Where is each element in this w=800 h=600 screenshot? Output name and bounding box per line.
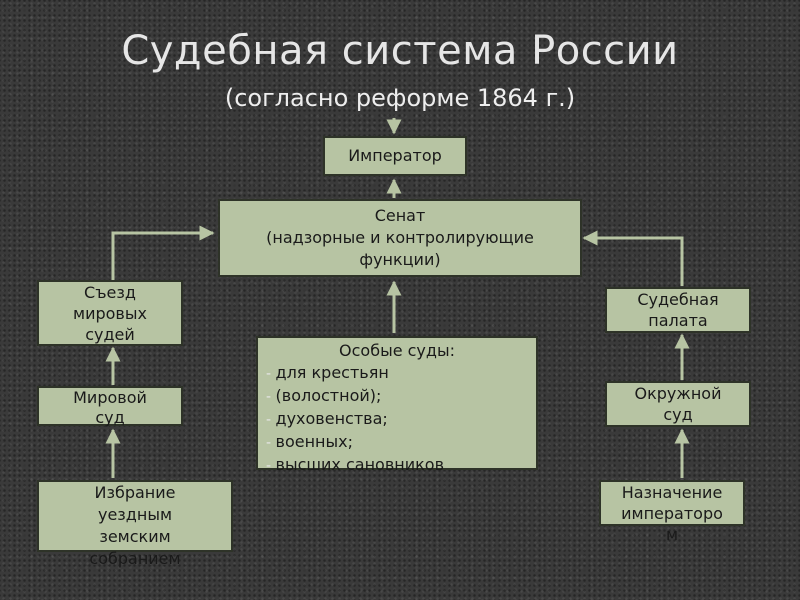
chamber-line1: Судебная bbox=[637, 290, 719, 309]
congress-line1: Съезд bbox=[84, 283, 136, 302]
special-item: высших сановников bbox=[266, 454, 528, 477]
district-box: Окружной суд bbox=[605, 381, 751, 427]
special-item: (волостной); bbox=[266, 385, 528, 408]
arrow-congress-to-senate bbox=[111, 225, 215, 280]
district-line1: Окружной bbox=[634, 384, 722, 403]
special-courts-heading: Особые суды: bbox=[339, 341, 455, 360]
appointment-line2: императоро bbox=[621, 504, 723, 523]
emperor-box: Император bbox=[323, 136, 467, 176]
district-line2: суд bbox=[663, 405, 693, 424]
election-line4: собранием bbox=[89, 549, 181, 568]
senate-title: Сенат bbox=[374, 206, 426, 225]
congress-line3: судей bbox=[85, 325, 135, 344]
election-line2: уездным bbox=[97, 505, 173, 524]
special-item: духовенства; bbox=[266, 408, 528, 431]
election-box: Избрание уездным земским собранием bbox=[37, 480, 233, 568]
special-item: военных; bbox=[266, 431, 528, 454]
appointment-box: Назначение императоро м bbox=[599, 480, 745, 544]
appointment-line1: Назначение bbox=[621, 483, 723, 502]
special-courts-box: Особые суды: для крестьян (волостной); д… bbox=[256, 336, 538, 474]
congress-box: Съезд мировых судей bbox=[37, 280, 183, 346]
congress-line2: мировых bbox=[73, 304, 147, 323]
election-line3: земским bbox=[99, 527, 171, 546]
arrow-chamber-to-senate bbox=[582, 230, 684, 286]
senate-desc-line2: функции) bbox=[359, 250, 441, 269]
election-line1: Избрание bbox=[94, 483, 176, 502]
page-title: Судебная система России bbox=[121, 28, 679, 74]
senate-box: Сенат (надзорные и контролирующие функци… bbox=[218, 199, 582, 277]
appointment-line3: м bbox=[665, 525, 679, 544]
magistrate-line1: Мировой bbox=[73, 388, 147, 407]
senate-desc-line1: (надзорные и контролирующие bbox=[266, 228, 534, 247]
chamber-line2: палата bbox=[648, 311, 708, 330]
magistrate-box: Мировой суд bbox=[37, 386, 183, 427]
chamber-box: Судебная палата bbox=[605, 287, 751, 333]
page-subtitle: (согласно реформе 1864 г.) bbox=[224, 84, 576, 112]
special-courts-list: для крестьян (волостной); духовенства; в… bbox=[266, 362, 528, 477]
special-item: для крестьян bbox=[266, 362, 528, 385]
emperor-label: Император bbox=[348, 146, 442, 165]
magistrate-line2: суд bbox=[95, 408, 125, 427]
